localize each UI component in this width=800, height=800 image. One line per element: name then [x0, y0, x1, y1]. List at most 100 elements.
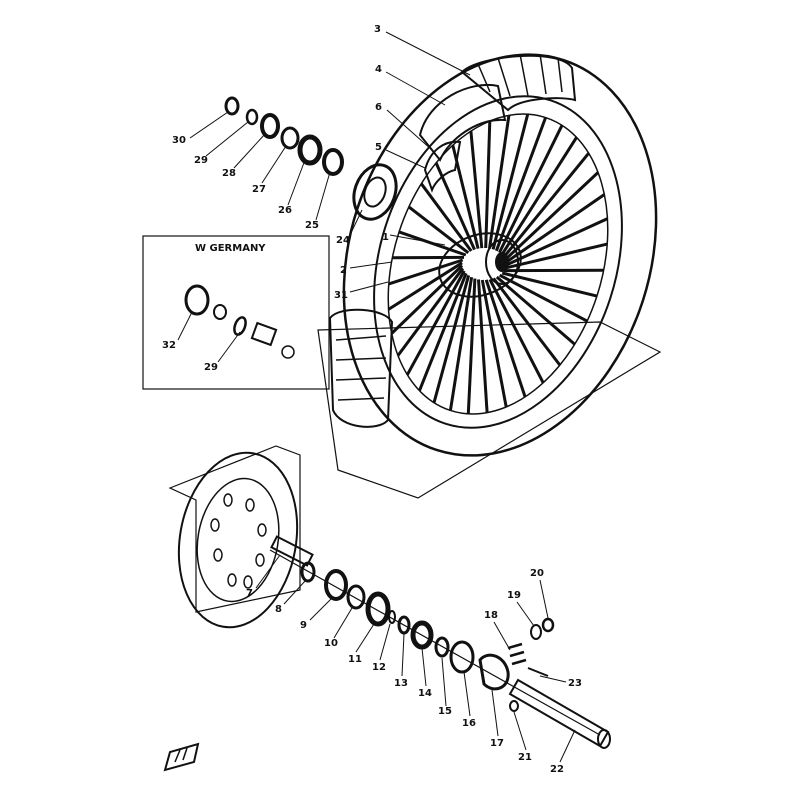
spoke	[500, 136, 578, 256]
spoke	[502, 152, 590, 259]
callout-5: 5	[375, 142, 382, 153]
spoke	[407, 205, 470, 254]
callout-21: 21	[518, 752, 532, 763]
callout-19: 19	[507, 590, 521, 601]
part-26	[297, 134, 323, 166]
part-29	[245, 108, 259, 126]
part-18	[507, 642, 527, 666]
part-16	[449, 640, 475, 674]
part-10	[346, 584, 366, 610]
spoke	[396, 267, 465, 357]
part-14	[410, 620, 434, 650]
spoke	[388, 258, 464, 286]
callout-25: 25	[305, 220, 319, 231]
brake-disc-assembly	[168, 445, 301, 629]
callout-23: 23	[568, 678, 582, 689]
spoke	[488, 115, 511, 249]
part-25	[322, 148, 344, 176]
callout-2: 2	[340, 265, 347, 276]
spoke	[466, 278, 477, 414]
spoke	[504, 242, 608, 270]
rim-band	[418, 84, 507, 162]
spoke	[387, 261, 463, 311]
spoke	[405, 270, 466, 376]
part-28	[260, 113, 280, 139]
callout-9: 9	[300, 620, 307, 631]
part-20	[541, 617, 555, 633]
callout-13: 13	[394, 678, 408, 689]
callout-12: 12	[372, 662, 386, 673]
spoke	[501, 271, 598, 298]
callout-18: 18	[484, 610, 498, 621]
callout-24: 24	[336, 235, 350, 246]
leader-lines	[177, 31, 576, 763]
callout-11: 11	[348, 654, 362, 665]
axle-parts	[269, 535, 611, 749]
tire-tread-bottom	[328, 308, 394, 428]
part-23	[527, 667, 549, 677]
spoke	[398, 230, 467, 257]
spoke	[505, 217, 609, 267]
spoke	[498, 124, 564, 254]
wheel-ground-plane	[317, 321, 662, 499]
callout-30: 30	[172, 135, 186, 146]
spokes	[387, 113, 609, 414]
callout-20: 20	[530, 568, 544, 579]
spoke	[499, 273, 588, 323]
front-wheel-assembly	[317, 53, 662, 499]
part-9	[324, 569, 348, 601]
callout-31: 31	[334, 290, 348, 301]
callout-3: 3	[374, 24, 381, 35]
tire-tread-top	[460, 53, 577, 112]
spoke	[494, 116, 548, 252]
spoke	[495, 275, 576, 346]
part-22-axle	[508, 678, 610, 748]
callout-labels: 3 4 6 5 30 29 28 27 26 25 24 1 2 31 32 2…	[162, 24, 582, 775]
part-21	[509, 700, 519, 712]
spoke	[480, 279, 508, 408]
callout-14: 14	[418, 688, 432, 699]
disc-ground-plane	[168, 445, 301, 613]
callout-15: 15	[438, 706, 452, 717]
spoke	[418, 272, 468, 392]
spoke	[390, 264, 464, 335]
hub-bore	[495, 252, 509, 272]
part-19	[530, 624, 542, 640]
callout-29: 29	[194, 155, 208, 166]
left-side-parts	[224, 96, 398, 221]
callout-7: 7	[246, 588, 253, 599]
brake-disc	[177, 451, 299, 629]
callout-8: 8	[275, 604, 282, 615]
axle-centerline	[269, 549, 601, 736]
part-15	[434, 636, 450, 658]
tube-valve	[423, 140, 462, 193]
callout-29-germany: 29	[204, 362, 218, 373]
inset-title: W GERMANY	[195, 243, 266, 254]
spoke	[491, 113, 530, 250]
part-32	[184, 284, 210, 316]
callout-17: 17	[490, 738, 504, 749]
part-7-spacer	[270, 535, 314, 567]
callout-32: 32	[162, 340, 176, 351]
part-17-gear-housing	[478, 653, 510, 691]
part-11	[365, 591, 391, 627]
callout-26: 26	[278, 205, 292, 216]
callout-27: 27	[252, 184, 266, 195]
callout-16: 16	[462, 718, 476, 729]
part-12	[388, 610, 396, 624]
part-24-speedo-gear	[352, 163, 398, 221]
callout-28: 28	[222, 168, 236, 179]
spoke	[492, 277, 562, 367]
hub-bearing	[485, 239, 519, 285]
spoke	[488, 278, 545, 384]
part-8	[300, 561, 316, 583]
callout-6: 6	[375, 102, 382, 113]
part-30	[224, 96, 240, 116]
w-germany-inset: W GERMANY	[142, 235, 330, 390]
spoke	[484, 121, 492, 249]
part-13	[397, 615, 411, 635]
spoke	[469, 130, 484, 249]
spoke	[484, 279, 527, 398]
